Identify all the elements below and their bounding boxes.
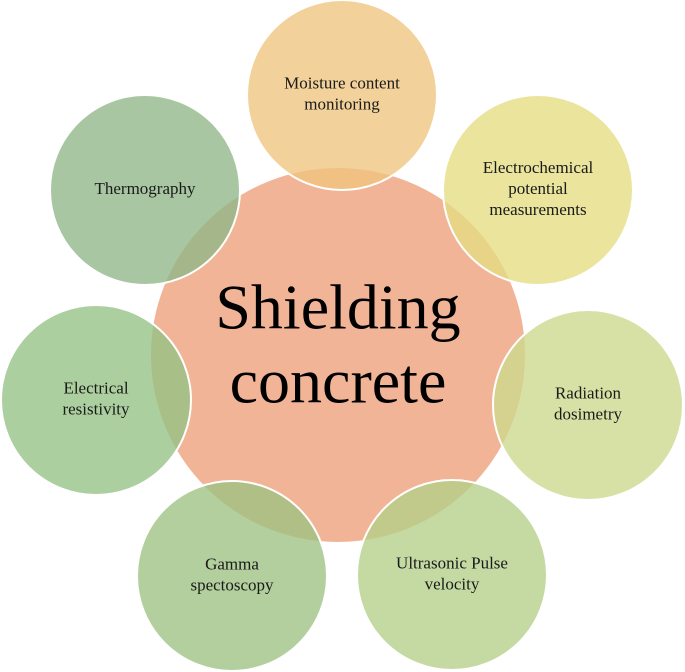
electrical-resistivity-label-line-2: resistivity (62, 399, 130, 418)
electrochemical-potential-measurements-label-line-2: potential (508, 179, 568, 198)
electrical-resistivity-label: Electrical resistivity (62, 378, 130, 418)
gamma-spectoscopy-label: Gamma spectoscopy (190, 554, 274, 594)
electrochemical-potential-measurements-label: Electrochemical potential measurements (483, 158, 594, 219)
radiation-dosimetry-label-line-2: dosimetry (554, 404, 622, 423)
electrical-resistivity-circle (0, 304, 192, 496)
moisture-content-monitoring-label: Moisture content monitoring (284, 73, 400, 113)
radiation-dosimetry-circle (492, 309, 684, 501)
gamma-spectoscopy-circle (136, 480, 328, 672)
center-title-line-1: Shielding (215, 272, 460, 343)
electrical-resistivity-label-line-1: Electrical (63, 378, 128, 397)
gamma-spectoscopy-label-line-1: Gamma (205, 554, 259, 573)
gamma-spectoscopy-label-line-2: spectoscopy (190, 575, 274, 594)
ultrasonic-pulse-velocity-circle (356, 479, 548, 671)
electrochemical-potential-measurements-label-line-3: measurements (489, 200, 586, 219)
thermography-label: Thermography (94, 179, 196, 198)
electrochemical-potential-measurements-circle (442, 94, 634, 286)
moisture-content-monitoring-circle (246, 0, 438, 191)
ultrasonic-pulse-velocity-label: Ultrasonic Pulse velocity (396, 553, 508, 593)
thermography-label-line-1: Thermography (94, 179, 196, 198)
radiation-dosimetry-label-line-1: Radiation (555, 383, 622, 402)
ultrasonic-pulse-velocity-label-line-1: Ultrasonic Pulse (396, 553, 508, 572)
thermography-circle (49, 94, 241, 286)
radiation-dosimetry-label: Radiation dosimetry (554, 383, 622, 423)
moisture-content-monitoring-label-line-1: Moisture content (284, 73, 400, 92)
moisture-content-monitoring-label-line-2: monitoring (304, 94, 380, 113)
electrochemical-potential-measurements-label-line-1: Electrochemical (483, 158, 594, 177)
center-title-line-2: concrete (230, 346, 447, 417)
ultrasonic-pulse-velocity-label-line-2: velocity (425, 574, 480, 593)
